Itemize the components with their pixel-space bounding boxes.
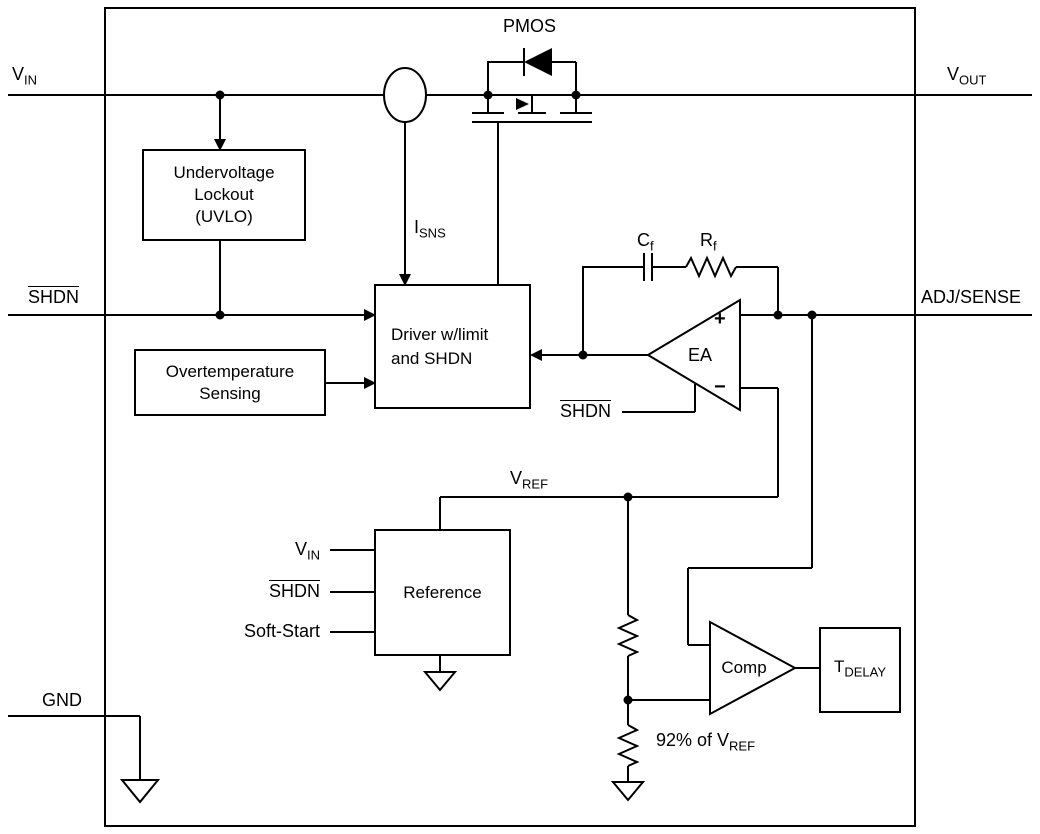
- arrowheads: [214, 48, 552, 389]
- shdn-arrow: [364, 309, 376, 321]
- overtemp-box-label: Overtemperature Sensing: [165, 361, 295, 403]
- overtemp-arrow: [364, 377, 376, 389]
- ea-output-arrow: [530, 349, 542, 361]
- pin-vin-label: VIN: [12, 64, 38, 88]
- uvlo-box: [142, 149, 306, 241]
- reference-box-label: Reference: [403, 582, 482, 602]
- pin-vout-label: VOUT: [947, 64, 987, 88]
- pin-adj-sense-label: ADJ/SENSE: [921, 287, 1022, 307]
- driver-box-label: Driver w/limit and SHDN: [391, 324, 489, 368]
- current-sense-sensor: [383, 67, 427, 123]
- reference-shdn-label: SHDN: [268, 581, 320, 601]
- lower-resistor: [616, 724, 640, 767]
- tdelay-box-label: TDELAY: [833, 657, 887, 680]
- ea-shdn-wire: [622, 384, 696, 413]
- ic-boundary: [104, 7, 916, 827]
- threshold-label: 92% of VREF: [656, 730, 756, 754]
- reference-ground: [422, 655, 458, 692]
- isns-label: ISNS: [414, 217, 446, 241]
- resistor-divider: [610, 497, 646, 802]
- ea-shdn-label: SHDN: [560, 401, 612, 421]
- comp-label: Comp: [721, 658, 767, 677]
- pmos-symbol: [472, 95, 592, 285]
- junction-dots: [215, 90, 817, 705]
- isns-arrow: [399, 274, 411, 286]
- pin-gnd-label: GND: [42, 690, 82, 710]
- ea-plus-sign: +: [714, 308, 726, 330]
- uvlo-arrow: [214, 139, 226, 151]
- rf-label: Rf: [700, 230, 717, 254]
- pin-shdn-label: SHDN: [28, 287, 80, 307]
- ea-minus-sign: −: [714, 376, 726, 398]
- reference-vin-label: VIN: [294, 539, 320, 563]
- ea-minus-wire: [740, 387, 779, 497]
- rf-resistor: [685, 255, 737, 279]
- gnd-symbol: [119, 779, 161, 804]
- body-diode-triangle: [524, 48, 552, 76]
- tdelay-box: [819, 627, 901, 713]
- ea-amplifier: [646, 298, 741, 412]
- upper-resistor: [616, 614, 640, 657]
- vref-label: VREF: [510, 468, 549, 492]
- divider-ground: [610, 781, 646, 802]
- pmos-body-diode: [487, 48, 577, 95]
- comp-amplifier: [709, 620, 798, 716]
- reference-input-wires: [330, 549, 375, 633]
- reference-softstart-label: Soft-Start: [243, 621, 320, 641]
- pmos-body-arrow: [516, 98, 529, 110]
- driver-box: [374, 284, 531, 409]
- cf-label: Cf: [637, 230, 654, 254]
- uvlo-box-label: Undervoltage Lockout (UVLO): [173, 163, 275, 226]
- gnd-wire: [8, 715, 161, 804]
- feedback-network: [582, 253, 779, 355]
- ea-label: EA: [687, 345, 712, 365]
- pmos-label: PMOS: [503, 16, 557, 36]
- comp-input-wire: [687, 315, 813, 646]
